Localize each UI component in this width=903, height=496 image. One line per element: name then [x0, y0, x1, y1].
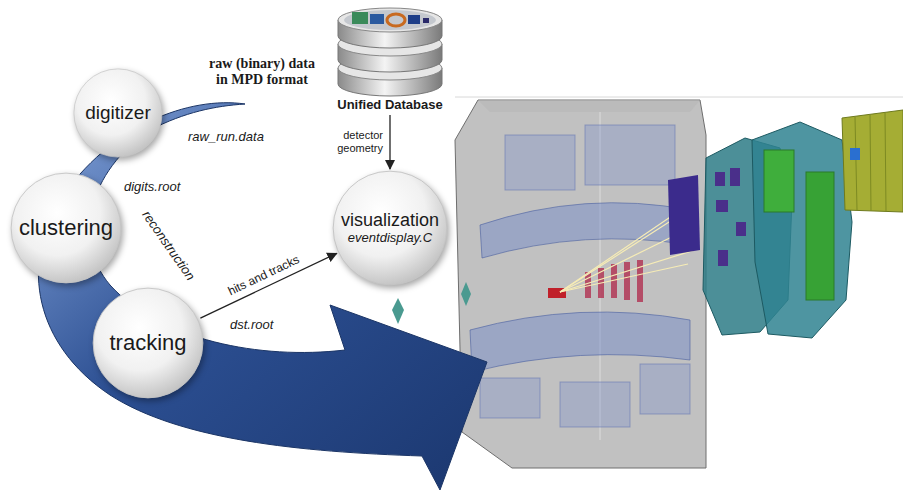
database-node: Unified Database [328, 2, 452, 113]
ellipse-part [338, 8, 442, 32]
line-part [560, 205, 688, 292]
line-part [855, 117, 857, 210]
path-part [480, 203, 690, 258]
polygon-part [455, 100, 706, 468]
rect-part [640, 364, 690, 414]
polygon-part [668, 175, 700, 255]
rect-part [715, 172, 725, 186]
process-circle: clustering [10, 172, 122, 284]
flow-label: digits.root [124, 180, 180, 195]
node-text: visualization [341, 210, 439, 231]
flow-label: reconstruction [138, 208, 197, 283]
node-text: clustering [19, 215, 113, 240]
rect-part [624, 262, 630, 300]
line-part [560, 264, 688, 292]
process-circle: visualizationeventdisplay.C [332, 170, 448, 286]
flow-connector [200, 253, 336, 318]
circle-shape [11, 173, 121, 283]
polygon-part [842, 110, 903, 212]
rect-part [585, 125, 675, 185]
polygon-part [752, 122, 852, 338]
detector-illustration [455, 97, 903, 468]
rect-part [408, 15, 420, 24]
process-circle: tracking [92, 287, 204, 399]
rect-part [505, 135, 575, 190]
node-text: tracking [109, 330, 186, 355]
ellipse-part [387, 14, 405, 26]
rect-part [480, 378, 540, 418]
line-part [560, 215, 680, 292]
line-part [560, 250, 695, 292]
small-diamond [392, 298, 404, 324]
rect-part [736, 222, 746, 236]
flow-arrow [38, 103, 487, 490]
process-circle: digitizer [73, 68, 163, 158]
database-label: Unified Database [337, 98, 442, 113]
circle-shape [74, 69, 162, 157]
rect-part [560, 382, 630, 427]
node-text: eventdisplay.C [348, 231, 432, 246]
circle-shape [333, 171, 447, 285]
flow-label: raw (binary) data in MPD format [204, 56, 320, 88]
flow-label: dst.root [230, 318, 273, 333]
rect-part [352, 12, 368, 24]
rect-part [730, 168, 740, 186]
rect-part [370, 14, 384, 24]
node-text: digitizer [85, 102, 150, 124]
line-part [885, 113, 886, 211]
small-diamond [461, 282, 471, 306]
rect-part [806, 172, 834, 300]
rect-part [423, 18, 429, 23]
rect-part [850, 148, 860, 160]
line-part [455, 97, 903, 98]
flow-label: raw_run.data [188, 130, 264, 145]
database-icon [330, 2, 450, 98]
edge-label: detector geometry [325, 129, 383, 154]
line-part [870, 115, 871, 211]
rect-part [718, 250, 728, 266]
path-part [470, 312, 690, 372]
circle-shape [93, 288, 203, 398]
polygon-part [478, 100, 700, 112]
flow-connector [389, 115, 390, 169]
rect-part [716, 200, 728, 212]
rect-part [764, 150, 794, 212]
g-part [855, 113, 886, 211]
database-icon-holder [330, 2, 450, 98]
ellipse-part [344, 10, 436, 30]
